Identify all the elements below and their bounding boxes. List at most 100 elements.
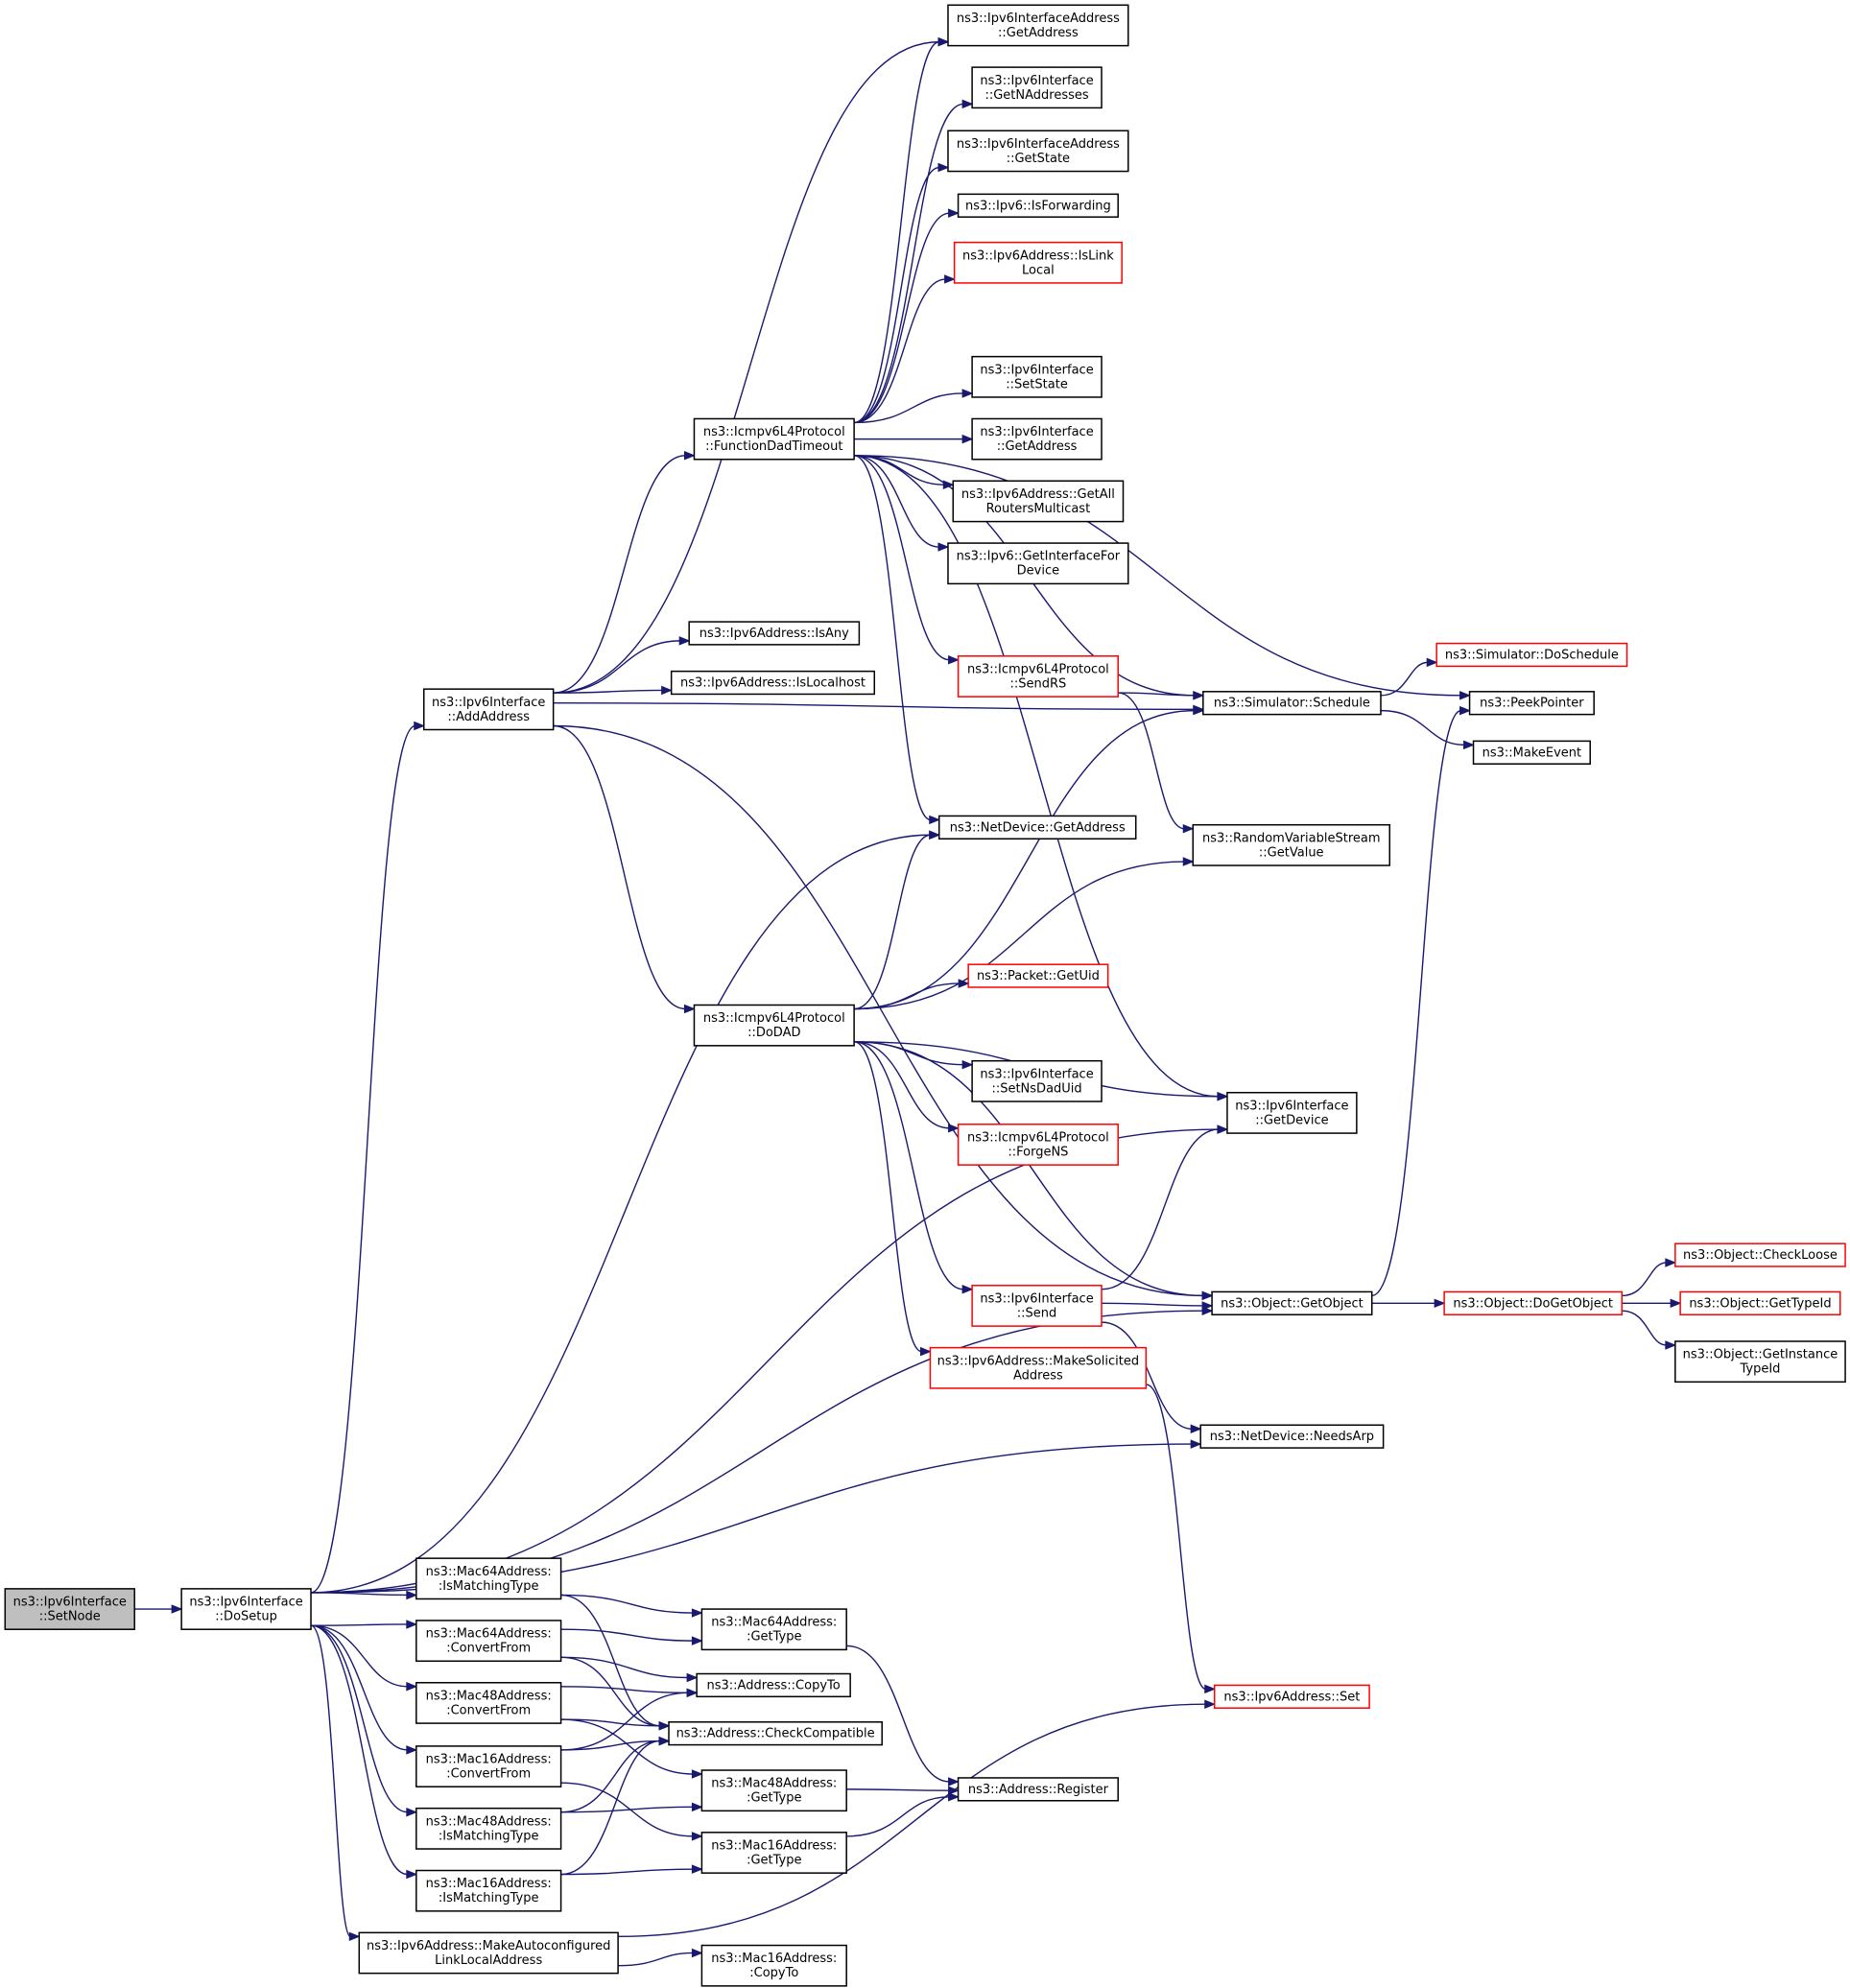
node-makeautoll[interactable]: ns3::Ipv6Address::MakeAutoconfiguredLink… (358, 1931, 619, 1975)
edge-functiondad-to-islinklocal (854, 274, 956, 424)
node-ifgetaddr[interactable]: ns3::Ipv6Interface::GetAddress (971, 417, 1103, 461)
node-mac64type[interactable]: ns3::Mac64Address::GetType (700, 1608, 847, 1651)
node-doschedule[interactable]: ns3::Simulator::DoSchedule (1435, 642, 1628, 668)
node-copyto[interactable]: ns3::Address::CopyTo (696, 1672, 851, 1698)
node-gettypeid[interactable]: ns3::Object::GetTypeId (1679, 1290, 1841, 1315)
node-mac64conv[interactable]: ns3::Mac64Address::ConvertFrom (415, 1620, 562, 1663)
node-ifaddrgetaddr[interactable]: ns3::Ipv6InterfaceAddress::GetAddress (947, 4, 1129, 47)
edge-dogetobject-to-checkloose (1622, 1258, 1677, 1297)
edge-mac64type-to-addrregister (846, 1645, 960, 1787)
edge-functiondad-to-ifaddrgetaddr (854, 36, 950, 424)
node-sendrs[interactable]: ns3::Icmpv6L4Protocol::SendRS (957, 655, 1119, 698)
edge-dodad-to-packetgetuid (854, 979, 970, 1010)
node-mac48type[interactable]: ns3::Mac48Address::GetType (700, 1769, 847, 1812)
edge-line (560, 1740, 661, 1751)
node-packetgetuid[interactable]: ns3::Packet::GetUid (967, 963, 1109, 988)
edge-line (560, 1868, 694, 1876)
arrowhead (1217, 1092, 1229, 1101)
arrowhead (937, 542, 950, 552)
node-mac16copyto[interactable]: ns3::Mac16Address::CopyTo (700, 1944, 847, 1987)
node-rvsgetvalue[interactable]: ns3::RandomVariableStream::GetValue (1192, 823, 1390, 866)
node-dosetup[interactable]: ns3::Ipv6Interface::DoSetup (180, 1588, 312, 1630)
node-label: ns3::Object::GetObject (1221, 1296, 1364, 1311)
edge-line (560, 1806, 694, 1813)
node-setnsdaduid[interactable]: ns3::Ipv6Interface::SetNsDadUid (971, 1059, 1103, 1102)
node-label: ns3::Object::CheckLoose (1683, 1248, 1838, 1263)
node-getnaddr[interactable]: ns3::Ipv6Interface::GetNAddresses (971, 66, 1103, 109)
node-ifgetdevice[interactable]: ns3::Ipv6Interface::GetDevice (1226, 1092, 1358, 1134)
node-label: :IsMatchingType (439, 1829, 539, 1843)
arrowhead (948, 1124, 960, 1133)
node-mac48match[interactable]: ns3::Mac48Address::IsMatchingType (415, 1807, 562, 1850)
edge-functiondad-to-getnaddr (854, 99, 974, 424)
edge-line (854, 103, 964, 424)
node-label: ns3::Mac16Address: (426, 1877, 552, 1891)
node-box (415, 1745, 562, 1787)
node-mac48conv[interactable]: ns3::Mac48Address::ConvertFrom (415, 1682, 562, 1724)
edge-line (854, 166, 940, 424)
node-mac16conv[interactable]: ns3::Mac16Address::ConvertFrom (415, 1745, 562, 1787)
node-ifaddrgetstate[interactable]: ns3::Ipv6InterfaceAddress::GetState (947, 130, 1129, 173)
edge-mac16match-to-mac16type (560, 1864, 703, 1876)
node-label: ::SetNode (39, 1610, 101, 1624)
edge-line (560, 1718, 694, 1775)
node-addaddress[interactable]: ns3::Ipv6Interface::AddAddress (422, 688, 555, 731)
node-checkcompat[interactable]: ns3::Address::CheckCompatible (668, 1721, 883, 1746)
arrowhead (944, 274, 956, 284)
node-schedule[interactable]: ns3::Simulator::Schedule (1202, 691, 1382, 716)
node-label: :ConvertFrom (446, 1767, 531, 1782)
edge-line (846, 1788, 950, 1791)
node-box (1679, 1290, 1841, 1315)
edge-line (311, 1623, 408, 1626)
edge-line (1102, 1321, 1193, 1430)
node-addrregister[interactable]: ns3::Address::Register (957, 1777, 1119, 1802)
edge-line (553, 702, 1195, 711)
edge-mac16match-to-checkcompat (560, 1736, 671, 1876)
node-label: ns3::Simulator::DoSchedule (1445, 648, 1619, 662)
node-islocalhost[interactable]: ns3::Ipv6Address::IsLocalhost (670, 670, 876, 696)
node-getobject[interactable]: ns3::Object::GetObject (1211, 1290, 1373, 1315)
node-ifsend[interactable]: ns3::Ipv6Interface::Send (971, 1285, 1103, 1327)
arrowhead (961, 389, 974, 398)
edge-dodad-to-schedule (854, 705, 1205, 1010)
node-label: ns3::Mac16Address: (711, 1838, 837, 1853)
node-mac16match[interactable]: ns3::Mac16Address::IsMatchingType (415, 1869, 562, 1912)
node-box (967, 963, 1109, 988)
edge-makeautoll-to-mac16copyto (618, 1948, 703, 1967)
arrowhead (661, 685, 674, 696)
edge-dogetobject-to-gettypeid (1622, 1298, 1682, 1309)
edge-dosetup-to-mac16match (311, 1624, 418, 1880)
edge-functiondad-to-setstate (854, 389, 974, 424)
edge-addaddress-to-getobject (553, 724, 1214, 1301)
edge-mac64conv-to-copyto (560, 1656, 699, 1683)
node-mac64match[interactable]: ns3::Mac64Address::IsMatchingType (415, 1557, 562, 1600)
node-isforwarding[interactable]: ns3::Ipv6::IsForwarding (957, 193, 1119, 218)
edge-line (1622, 1310, 1667, 1346)
node-needsarp[interactable]: ns3::NetDevice::NeedsArp (1199, 1424, 1385, 1449)
node-makeevent[interactable]: ns3::MakeEvent (1472, 740, 1591, 765)
node-setstate[interactable]: ns3::Ipv6Interface::SetState (971, 355, 1103, 398)
arrowhead (1434, 1298, 1446, 1309)
node-label: ns3::Ipv6Address::IsAny (700, 627, 849, 641)
node-dodad[interactable]: ns3::Icmpv6L4Protocol::DoDAD (693, 1004, 855, 1047)
edge-line (553, 640, 681, 694)
node-box (696, 1672, 851, 1698)
node-setnode[interactable]: ns3::Ipv6Interface::SetNode (4, 1588, 135, 1630)
node-forgens[interactable]: ns3::Icmpv6L4Protocol::ForgeNS (957, 1124, 1119, 1166)
node-isany[interactable]: ns3::Ipv6Address::IsAny (688, 621, 861, 646)
node-netdevgetaddr[interactable]: ns3::NetDevice::GetAddress (937, 815, 1137, 840)
edge-ifsend-to-needsarp (1102, 1321, 1202, 1434)
node-functiondad[interactable]: ns3::Icmpv6L4Protocol::FunctionDadTimeou… (693, 417, 855, 461)
node-mac16type[interactable]: ns3::Mac16Address::GetType (700, 1832, 847, 1874)
node-dogetobject[interactable]: ns3::Object::DoGetObject (1443, 1290, 1624, 1315)
node-peekpointer[interactable]: ns3::PeekPointer (1468, 691, 1595, 716)
node-box (1211, 1290, 1373, 1315)
node-ipv6set[interactable]: ns3::Ipv6Address::Set (1213, 1684, 1370, 1709)
node-label: ns3::Mac16Address: (711, 1952, 837, 1966)
node-checkloose[interactable]: ns3::Object::CheckLoose (1674, 1242, 1846, 1267)
